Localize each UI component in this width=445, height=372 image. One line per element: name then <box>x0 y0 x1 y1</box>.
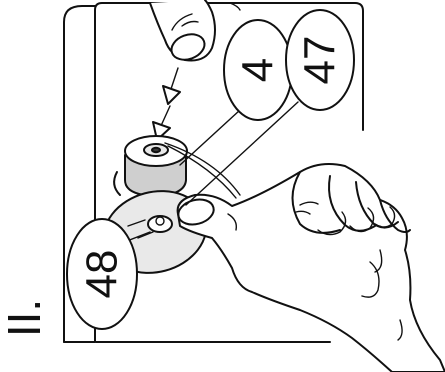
callout-48-label: 48 <box>78 250 127 299</box>
callout-4: 4 <box>224 20 292 120</box>
arrow-down-icon <box>153 68 180 140</box>
callout-4-label: 4 <box>234 58 283 82</box>
step-label: II. <box>0 299 50 337</box>
callout-48: 48 <box>67 219 137 329</box>
lower-hand-illustration <box>176 164 445 372</box>
callout-47-label: 47 <box>296 36 345 85</box>
bobbin-illustration <box>114 136 240 198</box>
callout-47: 47 <box>286 10 354 110</box>
